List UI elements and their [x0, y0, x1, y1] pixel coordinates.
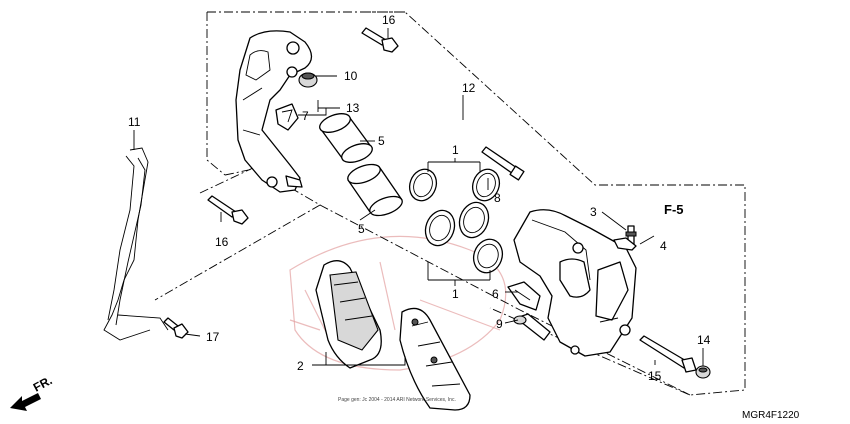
callout-10: 10 — [344, 69, 358, 83]
callout-9: 9 — [496, 317, 503, 331]
connector-4 — [613, 237, 637, 251]
callout-12: 12 — [462, 81, 476, 95]
piston-seals-1 — [408, 168, 504, 274]
callout-3: 3 — [590, 205, 597, 219]
callout-17: 17 — [206, 330, 220, 344]
slide-pin-8 — [481, 146, 525, 181]
callout-14: 14 — [697, 333, 711, 347]
brake-pad-rear-2 — [399, 307, 471, 411]
callout-4: 4 — [660, 239, 667, 253]
callout-13: 13 — [346, 101, 360, 115]
callout-1-lower: 1 — [452, 287, 459, 301]
callout-15: 15 — [648, 369, 662, 383]
callout-5-lower: 5 — [358, 222, 365, 236]
pad-retainer-clip-7 — [275, 103, 299, 131]
callout-16-upper: 16 — [382, 13, 396, 27]
piston-lower-5 — [347, 163, 403, 217]
caliper-bracket — [235, 30, 313, 193]
piston-upper-5 — [319, 113, 373, 163]
callout-1-upper: 1 — [452, 143, 459, 157]
diagram-code: MGR4F1220 — [742, 410, 800, 421]
callout-6: 6 — [492, 287, 499, 301]
bleeder-screw-9 — [513, 313, 551, 341]
assembly-outline-bottom — [319, 204, 691, 396]
assembly-outline — [206, 11, 746, 396]
callout-5-upper: 5 — [378, 134, 385, 148]
hose-guide-11 — [103, 147, 169, 341]
callout-7: 7 — [302, 109, 309, 123]
callout-16-lower: 16 — [215, 235, 229, 249]
callout-2: 2 — [297, 359, 304, 373]
copyright-text: Page gen: Jc 2004 - 2014 ARI Network Ser… — [338, 397, 456, 403]
rubber-boot-10 — [298, 72, 318, 88]
boot-14 — [695, 365, 711, 379]
bolt-17 — [163, 317, 189, 339]
callout-8: 8 — [494, 191, 501, 205]
bolt-16-upper — [361, 27, 399, 53]
leader-lines — [133, 28, 704, 366]
bolt-16-lower — [207, 195, 249, 225]
front-direction-label: FR. — [31, 373, 55, 394]
pin-15 — [639, 335, 697, 373]
front-direction-arrow-icon — [10, 393, 41, 411]
callout-11: 11 — [128, 115, 141, 129]
figure-ref-f5[interactable]: F-5 — [664, 202, 684, 217]
caliper-body — [513, 209, 637, 357]
brake-pad-front-2 — [315, 260, 382, 369]
